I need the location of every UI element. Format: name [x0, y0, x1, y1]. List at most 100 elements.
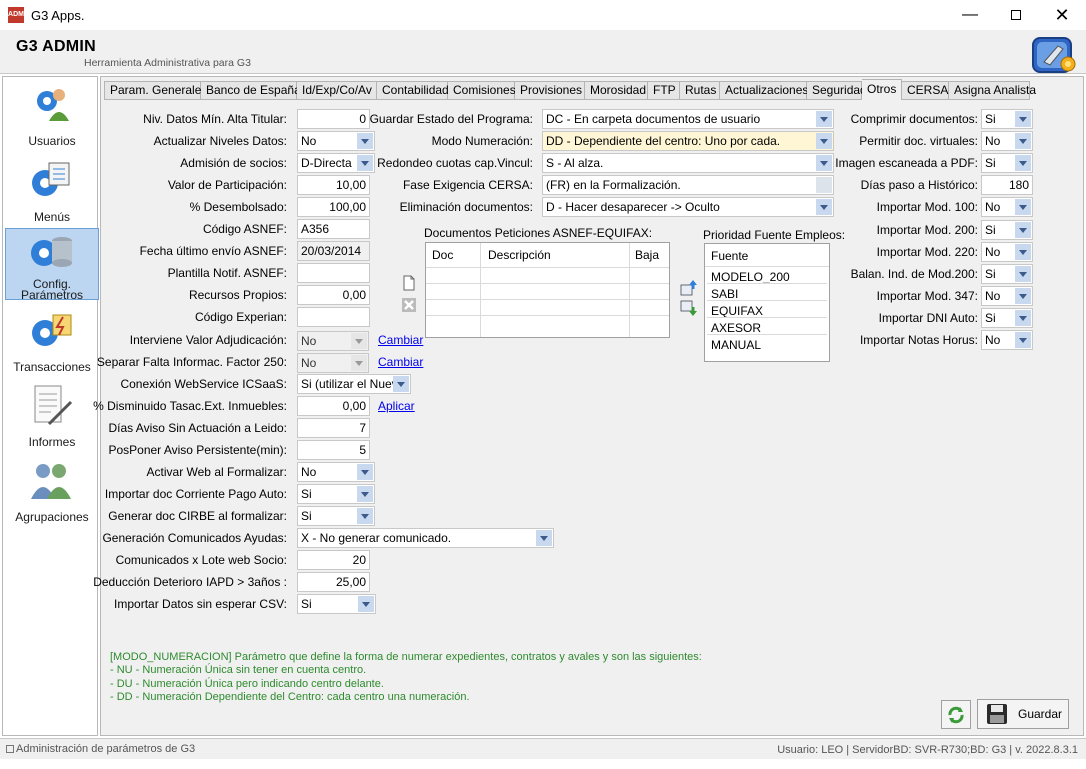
tab-param-generales[interactable]: Param. Generales	[104, 81, 207, 100]
dropdown[interactable]: No	[981, 131, 1033, 151]
sidebar-item-config-parametros[interactable]: Config. Parámetros	[5, 228, 99, 301]
text-field[interactable]	[297, 307, 370, 327]
sidebar-item-menus[interactable]: Menús	[5, 155, 99, 227]
dropdown[interactable]: D-Directa	[297, 153, 375, 173]
cambiar-link[interactable]: Cambiar	[378, 355, 424, 369]
sidebar-item-usuarios[interactable]: Usuarios	[5, 79, 99, 151]
chevron-down-icon[interactable]	[357, 508, 373, 524]
chevron-down-icon[interactable]	[393, 376, 409, 392]
dropdown[interactable]: Si	[981, 220, 1033, 240]
sidebar-item-informes[interactable]: Informes	[5, 380, 99, 452]
fuentes-list[interactable]: Fuente MODELO_200 SABI EQUIFAX AXESOR MA…	[704, 243, 830, 362]
refresh-button[interactable]	[941, 700, 971, 729]
tab-id-exp-co-av[interactable]: Id/Exp/Co/Av	[297, 81, 377, 100]
chevron-down-icon[interactable]	[1015, 332, 1031, 348]
tab-seguridad[interactable]: Seguridad	[807, 81, 867, 100]
dropdown[interactable]: No	[981, 330, 1033, 350]
new-document-icon[interactable]	[401, 275, 417, 291]
number-field[interactable]: 0,00	[297, 396, 370, 416]
text-field[interactable]	[297, 263, 370, 283]
dropdown[interactable]: No	[981, 242, 1033, 262]
chevron-down-icon[interactable]	[357, 133, 373, 149]
dropdown[interactable]: Si	[297, 506, 375, 526]
tab-contabilidad[interactable]: Contabilidad	[377, 81, 449, 100]
tab-otros[interactable]: Otros	[862, 79, 902, 100]
dropdown[interactable]: No	[981, 197, 1033, 217]
tab-cersa[interactable]: CERSA	[902, 81, 949, 100]
chevron-down-icon[interactable]	[1015, 266, 1031, 282]
close-button[interactable]: ✕	[1054, 4, 1070, 25]
chevron-down-icon[interactable]	[816, 133, 832, 149]
number-field[interactable]: 0,00	[297, 285, 370, 305]
number-field[interactable]: 5	[297, 440, 370, 460]
dropdown[interactable]: No	[297, 131, 375, 151]
sidebar-item-transacciones[interactable]: Transacciones	[5, 305, 99, 377]
chevron-down-icon[interactable]	[1015, 199, 1031, 215]
number-field[interactable]: 100,00	[297, 197, 370, 217]
dropdown[interactable]: No	[981, 286, 1033, 306]
chevron-down-icon[interactable]	[357, 155, 373, 171]
number-field[interactable]: 10,00	[297, 175, 370, 195]
chevron-down-icon[interactable]	[351, 333, 367, 349]
tab-asigna-analista[interactable]: Asigna Analista	[949, 81, 1036, 100]
move-down-icon[interactable]	[680, 300, 698, 318]
chevron-down-icon[interactable]	[1015, 133, 1031, 149]
list-item[interactable]: SABI	[711, 287, 739, 301]
tab-morosidad[interactable]: Morosidad	[585, 81, 648, 100]
cambiar-link[interactable]: Cambiar	[378, 333, 424, 347]
list-item[interactable]: MODELO_200	[711, 270, 790, 284]
sidebar-item-agrupaciones[interactable]: Agrupaciones	[5, 455, 99, 527]
dropdown[interactable]: D - Hacer desaparecer -> Oculto	[542, 197, 834, 217]
chevron-down-icon[interactable]	[1015, 288, 1031, 304]
list-item[interactable]: EQUIFAX	[711, 304, 764, 318]
chevron-down-icon[interactable]	[816, 111, 832, 127]
tab-ftp[interactable]: FTP	[648, 81, 680, 100]
chevron-down-icon[interactable]	[1015, 155, 1031, 171]
number-field[interactable]: 0	[297, 109, 370, 129]
dropdown[interactable]: No	[297, 462, 375, 482]
chevron-down-icon[interactable]	[816, 155, 832, 171]
number-field[interactable]: 20	[297, 550, 370, 570]
chevron-down-icon[interactable]	[816, 177, 832, 193]
dropdown[interactable]: (FR) en la Formalización.	[542, 175, 834, 195]
chevron-down-icon[interactable]	[816, 199, 832, 215]
chevron-down-icon[interactable]	[357, 486, 373, 502]
number-field[interactable]: 25,00	[297, 572, 370, 592]
move-up-icon[interactable]	[680, 278, 698, 296]
tab-provisiones[interactable]: Provisiones	[515, 81, 585, 100]
tab-banco-de-espa-a[interactable]: Banco de España	[201, 81, 301, 100]
dropdown[interactable]: Si	[981, 264, 1033, 284]
chevron-down-icon[interactable]	[1015, 222, 1031, 238]
delete-document-icon[interactable]	[401, 297, 417, 313]
docs-grid[interactable]: Doc Descripción Baja	[425, 242, 670, 338]
list-item[interactable]: MANUAL	[711, 338, 762, 352]
minimize-button[interactable]: —	[962, 6, 978, 23]
list-item[interactable]: AXESOR	[711, 321, 762, 335]
save-button[interactable]: Guardar	[977, 699, 1069, 729]
chevron-down-icon[interactable]	[1015, 111, 1031, 127]
tab-actualizaciones[interactable]: Actualizaciones	[720, 81, 808, 100]
chevron-down-icon[interactable]	[357, 464, 373, 480]
dropdown[interactable]: Si	[297, 594, 376, 614]
dropdown[interactable]: Si (utilizar el Nuevo)	[297, 374, 411, 394]
dropdown[interactable]: S - Al alza.	[542, 153, 834, 173]
tab-rutas[interactable]: Rutas	[680, 81, 720, 100]
chevron-down-icon[interactable]	[1015, 310, 1031, 326]
dropdown[interactable]: Si	[981, 109, 1033, 129]
chevron-down-icon[interactable]	[1015, 244, 1031, 260]
aplicar-link[interactable]: Aplicar	[378, 399, 415, 413]
number-field[interactable]: 7	[297, 418, 370, 438]
chevron-down-icon[interactable]	[358, 596, 374, 612]
text-field[interactable]: A356	[297, 219, 370, 239]
maximize-button[interactable]	[993, 0, 1039, 30]
dropdown[interactable]: Si	[981, 153, 1033, 173]
chevron-down-icon[interactable]	[536, 530, 552, 546]
dropdown[interactable]: X - No generar comunicado.	[297, 528, 554, 548]
number-field[interactable]: 180	[981, 175, 1033, 195]
dropdown[interactable]: DC - En carpeta documentos de usuario	[542, 109, 834, 129]
tab-comisiones[interactable]: Comisiones	[448, 81, 516, 100]
dropdown[interactable]: Si	[297, 484, 375, 504]
dropdown[interactable]: DD - Dependiente del centro: Uno por cad…	[542, 131, 834, 151]
chevron-down-icon[interactable]	[351, 355, 367, 371]
dropdown[interactable]: Si	[981, 308, 1033, 328]
